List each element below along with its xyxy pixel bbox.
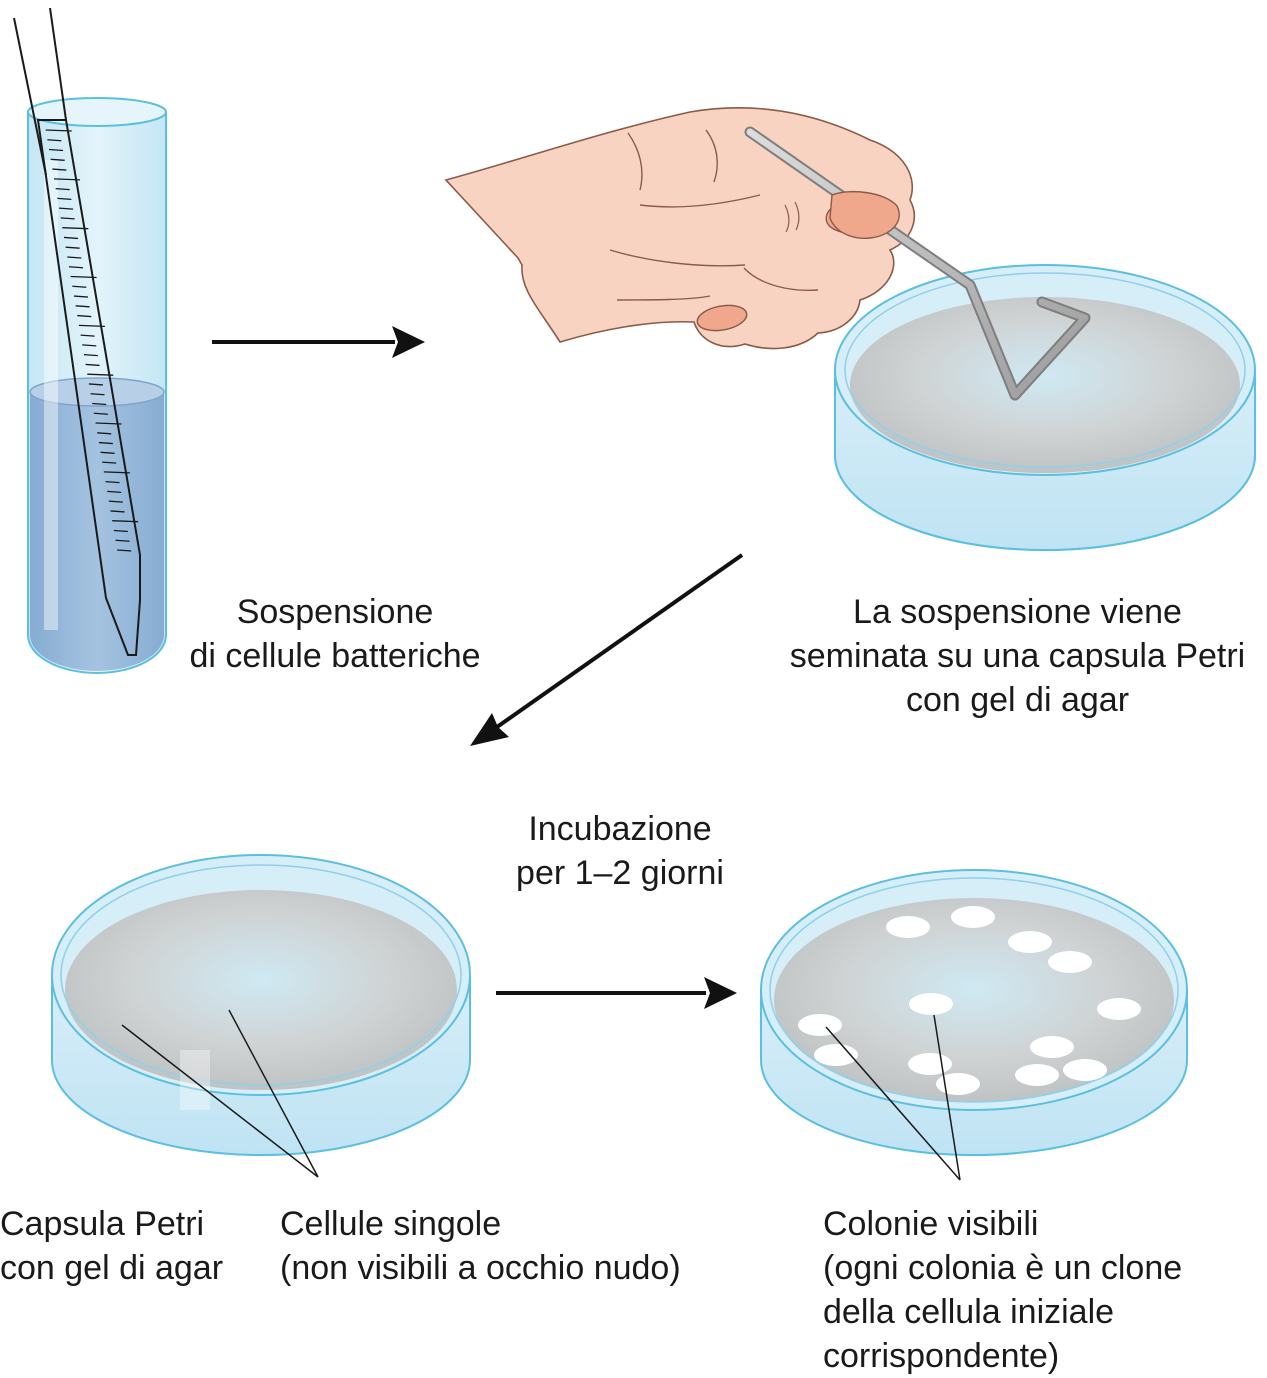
test-tube-icon (28, 98, 166, 673)
bacterial-colony-icon (1063, 1059, 1107, 1081)
bacterial-colony-icon (798, 1014, 842, 1036)
bacterial-colony-icon (1008, 931, 1052, 953)
agar-gel (65, 890, 457, 1090)
seeded-label: La sospensione viene seminata su una cap… (770, 590, 1265, 722)
bacterial-colony-icon (886, 916, 930, 938)
arrow-icon (212, 326, 425, 358)
bacterial-colony-icon (1015, 1064, 1059, 1086)
suspension-label: Sospensione di cellule batteriche (175, 590, 495, 678)
bacterial-colony-icon (936, 1073, 980, 1095)
bacterial-colony-icon (909, 993, 953, 1015)
arrow-icon (470, 555, 742, 746)
incubation-label: Incubazione per 1–2 giorni (470, 807, 770, 895)
agar-gel (850, 297, 1240, 473)
arrow-icon (496, 977, 737, 1009)
single-cells-label: Cellule singole (non visibili a occhio n… (280, 1202, 720, 1290)
petri-label: Capsula Petri con gel di agar (0, 1202, 240, 1290)
petri-dish-icon (52, 855, 470, 1155)
colonies-label: Colonie visibili (ogni colonia è un clon… (823, 1202, 1263, 1378)
bacterial-colony-icon (951, 906, 995, 928)
bacterial-colony-icon (908, 1053, 952, 1075)
bacterial-colony-icon (1048, 951, 1092, 973)
bacterial-colony-icon (1097, 998, 1141, 1020)
bacterial-colony-icon (1030, 1036, 1074, 1058)
